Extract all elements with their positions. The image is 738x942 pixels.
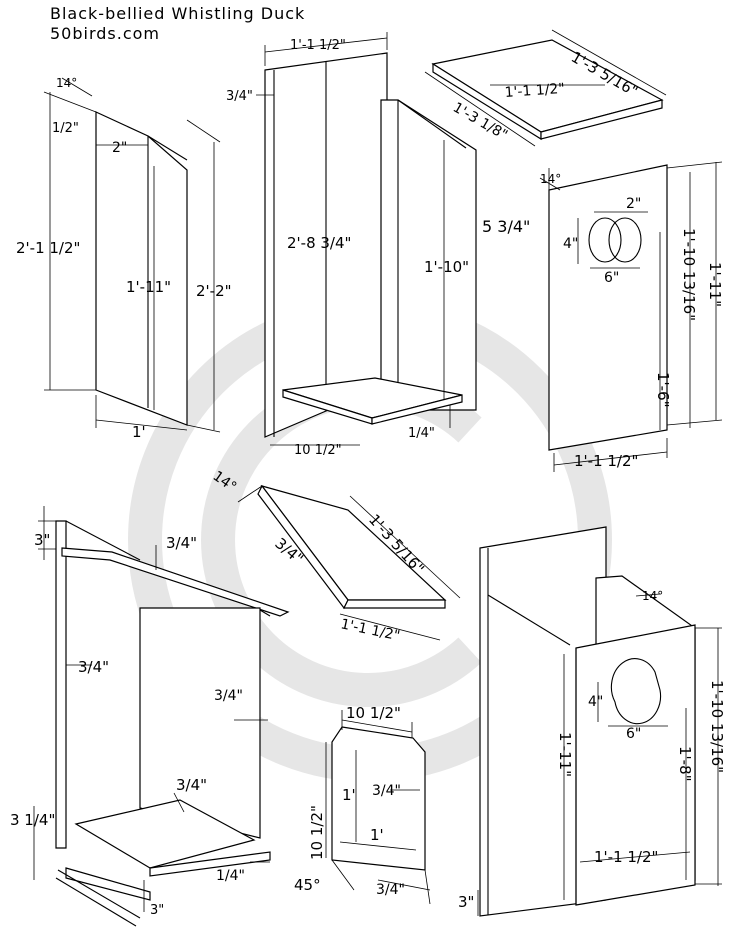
side-height-long-label: 2'-1 1/2" xyxy=(16,239,80,257)
front-height-inner-label: 1'-10 13/16" xyxy=(680,228,698,321)
floor2-inner-h-label: 1' xyxy=(370,826,384,844)
roof-panel-center xyxy=(237,484,461,641)
floor2-angle-label: 45° xyxy=(294,876,321,894)
floor2-thickness-bottom-label: 3/4" xyxy=(376,882,405,898)
roof2-width-label: 1'-1 1/2" xyxy=(339,616,401,644)
assembly-height-left-label: 1'-11" xyxy=(556,732,574,777)
assembly-width-label: 1'-1 1/2" xyxy=(594,848,658,866)
cutaway-gap-label: 1/4" xyxy=(216,868,245,884)
front-hole-width-label: 6" xyxy=(604,270,619,286)
diagram-title: Black-bellied Whistling Duck xyxy=(50,4,306,23)
floor-gap-label: 1/4" xyxy=(408,426,435,441)
floor-panel xyxy=(325,710,431,905)
roof-mid-label: 1'-1 1/2" xyxy=(504,81,565,101)
assembly-height-right-label: 1'-10 13/16" xyxy=(708,680,726,773)
back-width-label: 1'-1 1/2" xyxy=(290,38,346,53)
cutaway-bottom-label: 3" xyxy=(150,903,164,918)
floor2-left-label: 10 1/2" xyxy=(308,805,326,860)
side-top-width-label: 2" xyxy=(112,140,127,156)
side-angle-label: 14° xyxy=(56,76,77,90)
cutaway-roof-label: 3/4" xyxy=(166,534,197,552)
front-angle-label: 14° xyxy=(540,172,561,186)
assembly-hole-height-label: 4" xyxy=(588,694,603,710)
site-credit: 50birds.com xyxy=(50,24,161,43)
cutaway-wall-right-label: 3/4" xyxy=(214,688,243,704)
assembled-box xyxy=(477,526,722,917)
floor2-top-label: 10 1/2" xyxy=(346,704,401,722)
cutaway-bottom-left-label: 3 1/4" xyxy=(10,811,55,829)
back-side-height-label: 1'-10" xyxy=(424,258,469,276)
side-half-inch-label: 1/2" xyxy=(52,121,79,136)
front-hole-down-label: 1'-6" xyxy=(654,372,672,408)
back-height-label: 2'-8 3/4" xyxy=(287,234,351,252)
floor2-inner-v-label: 1' xyxy=(342,786,356,804)
front-width-label: 1'-1 1/2" xyxy=(574,452,638,470)
assembly-bottom-label: 3" xyxy=(458,893,474,911)
front-hole-height-label: 4" xyxy=(563,236,578,252)
side-width-label: 1' xyxy=(132,423,146,441)
floor2-thickness-label: 3/4" xyxy=(372,783,401,799)
front-top-width-label: 2" xyxy=(626,196,641,212)
side-height-inner-label: 1'-11" xyxy=(126,278,171,296)
roof-panel-top xyxy=(424,29,667,147)
assembly-height-mid-label: 1'-8" xyxy=(676,746,694,782)
cutaway-wall-label: 3/4" xyxy=(78,658,109,676)
side-height-short-label: 2'-2" xyxy=(196,282,232,300)
cutaway-floor-label: 3/4" xyxy=(176,776,207,794)
cutaway-top-label: 3" xyxy=(34,531,50,549)
front-height-outer-label: 1'-11" xyxy=(706,262,724,307)
assembly-angle-label: 14° xyxy=(642,589,663,603)
front-top-drop-label: 5 3/4" xyxy=(482,217,530,236)
back-panel-assembly xyxy=(256,32,477,446)
cutaway-view xyxy=(33,506,290,927)
front-panel xyxy=(539,161,723,472)
floor-width-label: 10 1/2" xyxy=(294,443,342,458)
side-panel xyxy=(43,77,221,433)
assembly-hole-width-label: 6" xyxy=(626,726,641,742)
back-thickness-label: 3/4" xyxy=(226,89,253,104)
